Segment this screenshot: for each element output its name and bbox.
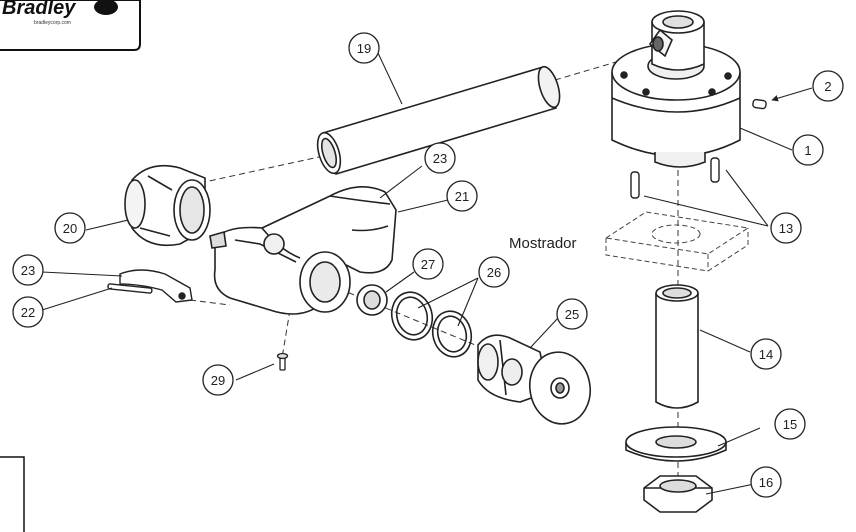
callout-1: 1 — [792, 134, 824, 166]
part-shank-14 — [655, 284, 699, 409]
svg-text:20: 20 — [63, 221, 77, 236]
part-nut-16 — [643, 475, 713, 513]
part-screw-29 — [276, 352, 289, 371]
part-tube-19 — [316, 65, 561, 175]
svg-text:2: 2 — [824, 79, 831, 94]
svg-text:25: 25 — [565, 307, 579, 322]
callout-19: 19 — [348, 32, 380, 64]
callouts: 1 2 13 14 15 16 19 20 21 23 23 22 27 26 … — [12, 32, 844, 498]
svg-text:1: 1 — [804, 143, 811, 158]
brand-logo: Bradley bradleycorp.com — [0, 0, 141, 51]
part-screw-2 — [752, 98, 767, 110]
callout-16: 16 — [750, 466, 782, 498]
part-seal-27 — [356, 284, 388, 316]
brand-name: Bradley — [2, 0, 76, 19]
callout-14: 14 — [750, 338, 782, 370]
callout-21: 21 — [446, 180, 478, 212]
svg-text:13: 13 — [779, 221, 793, 236]
leader-lines — [41, 52, 813, 495]
svg-text:22: 22 — [21, 305, 35, 320]
svg-text:23: 23 — [21, 263, 35, 278]
callout-22: 22 — [12, 296, 44, 328]
svg-text:23: 23 — [433, 151, 447, 166]
callout-26: 26 — [478, 256, 510, 288]
callout-27: 27 — [412, 248, 444, 280]
part-body-1 — [611, 10, 741, 168]
part-cap-20 — [124, 164, 211, 247]
brand-url: bradleycorp.com — [34, 20, 71, 26]
counter-plate — [604, 211, 750, 272]
callout-23-top: 23 — [424, 142, 456, 174]
svg-text:15: 15 — [783, 417, 797, 432]
callout-29: 29 — [202, 364, 234, 396]
counter-label: Mostrador — [509, 235, 577, 252]
part-orings-26 — [390, 291, 473, 358]
svg-text:26: 26 — [487, 265, 501, 280]
callout-13: 13 — [770, 212, 802, 244]
svg-text:29: 29 — [211, 373, 225, 388]
callout-23-left: 23 — [12, 254, 44, 286]
callout-2: 2 — [812, 70, 844, 102]
svg-text:21: 21 — [455, 189, 469, 204]
part-lever-22-23 — [107, 269, 193, 303]
part-housing-21 — [209, 186, 397, 315]
svg-text:19: 19 — [357, 41, 371, 56]
svg-text:27: 27 — [421, 257, 435, 272]
part-washer-15 — [625, 426, 727, 462]
part-pins-13 — [630, 157, 720, 199]
svg-text:14: 14 — [759, 347, 773, 362]
part-cartridge-25 — [477, 334, 591, 425]
callout-25: 25 — [556, 298, 588, 330]
callout-15: 15 — [774, 408, 806, 440]
svg-text:16: 16 — [759, 475, 773, 490]
callout-20: 20 — [54, 212, 86, 244]
cropped-frame — [0, 456, 25, 532]
